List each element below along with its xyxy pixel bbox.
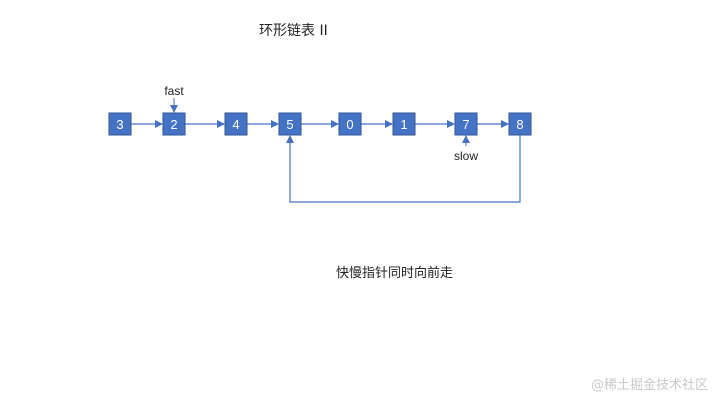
diagram-caption: 快慢指针同时向前走 bbox=[336, 266, 454, 281]
node-box-2 bbox=[162, 112, 186, 136]
node-box-4 bbox=[224, 112, 248, 136]
node-label-0: 0 bbox=[346, 117, 353, 132]
node-label-8: 8 bbox=[516, 117, 523, 132]
watermark: @稀土掘金技术社区 bbox=[590, 378, 708, 393]
fast-pointer-label: fast bbox=[164, 84, 184, 98]
node-label-3: 3 bbox=[116, 117, 123, 132]
node-box-1 bbox=[392, 112, 416, 136]
cycle-edge bbox=[286, 135, 521, 203]
diagram-title: 环形链表 II bbox=[259, 23, 328, 39]
node-box-3 bbox=[108, 112, 132, 136]
slow-pointer-label: slow bbox=[454, 149, 478, 163]
node-box-0 bbox=[338, 112, 362, 136]
node-label-2: 2 bbox=[170, 117, 177, 132]
node-label-7: 7 bbox=[462, 117, 469, 132]
node-label-4: 4 bbox=[232, 117, 239, 132]
node-box-8 bbox=[508, 112, 532, 136]
node-label-5: 5 bbox=[286, 117, 293, 132]
node-label-1: 1 bbox=[400, 117, 407, 132]
node-box-5 bbox=[278, 112, 302, 136]
